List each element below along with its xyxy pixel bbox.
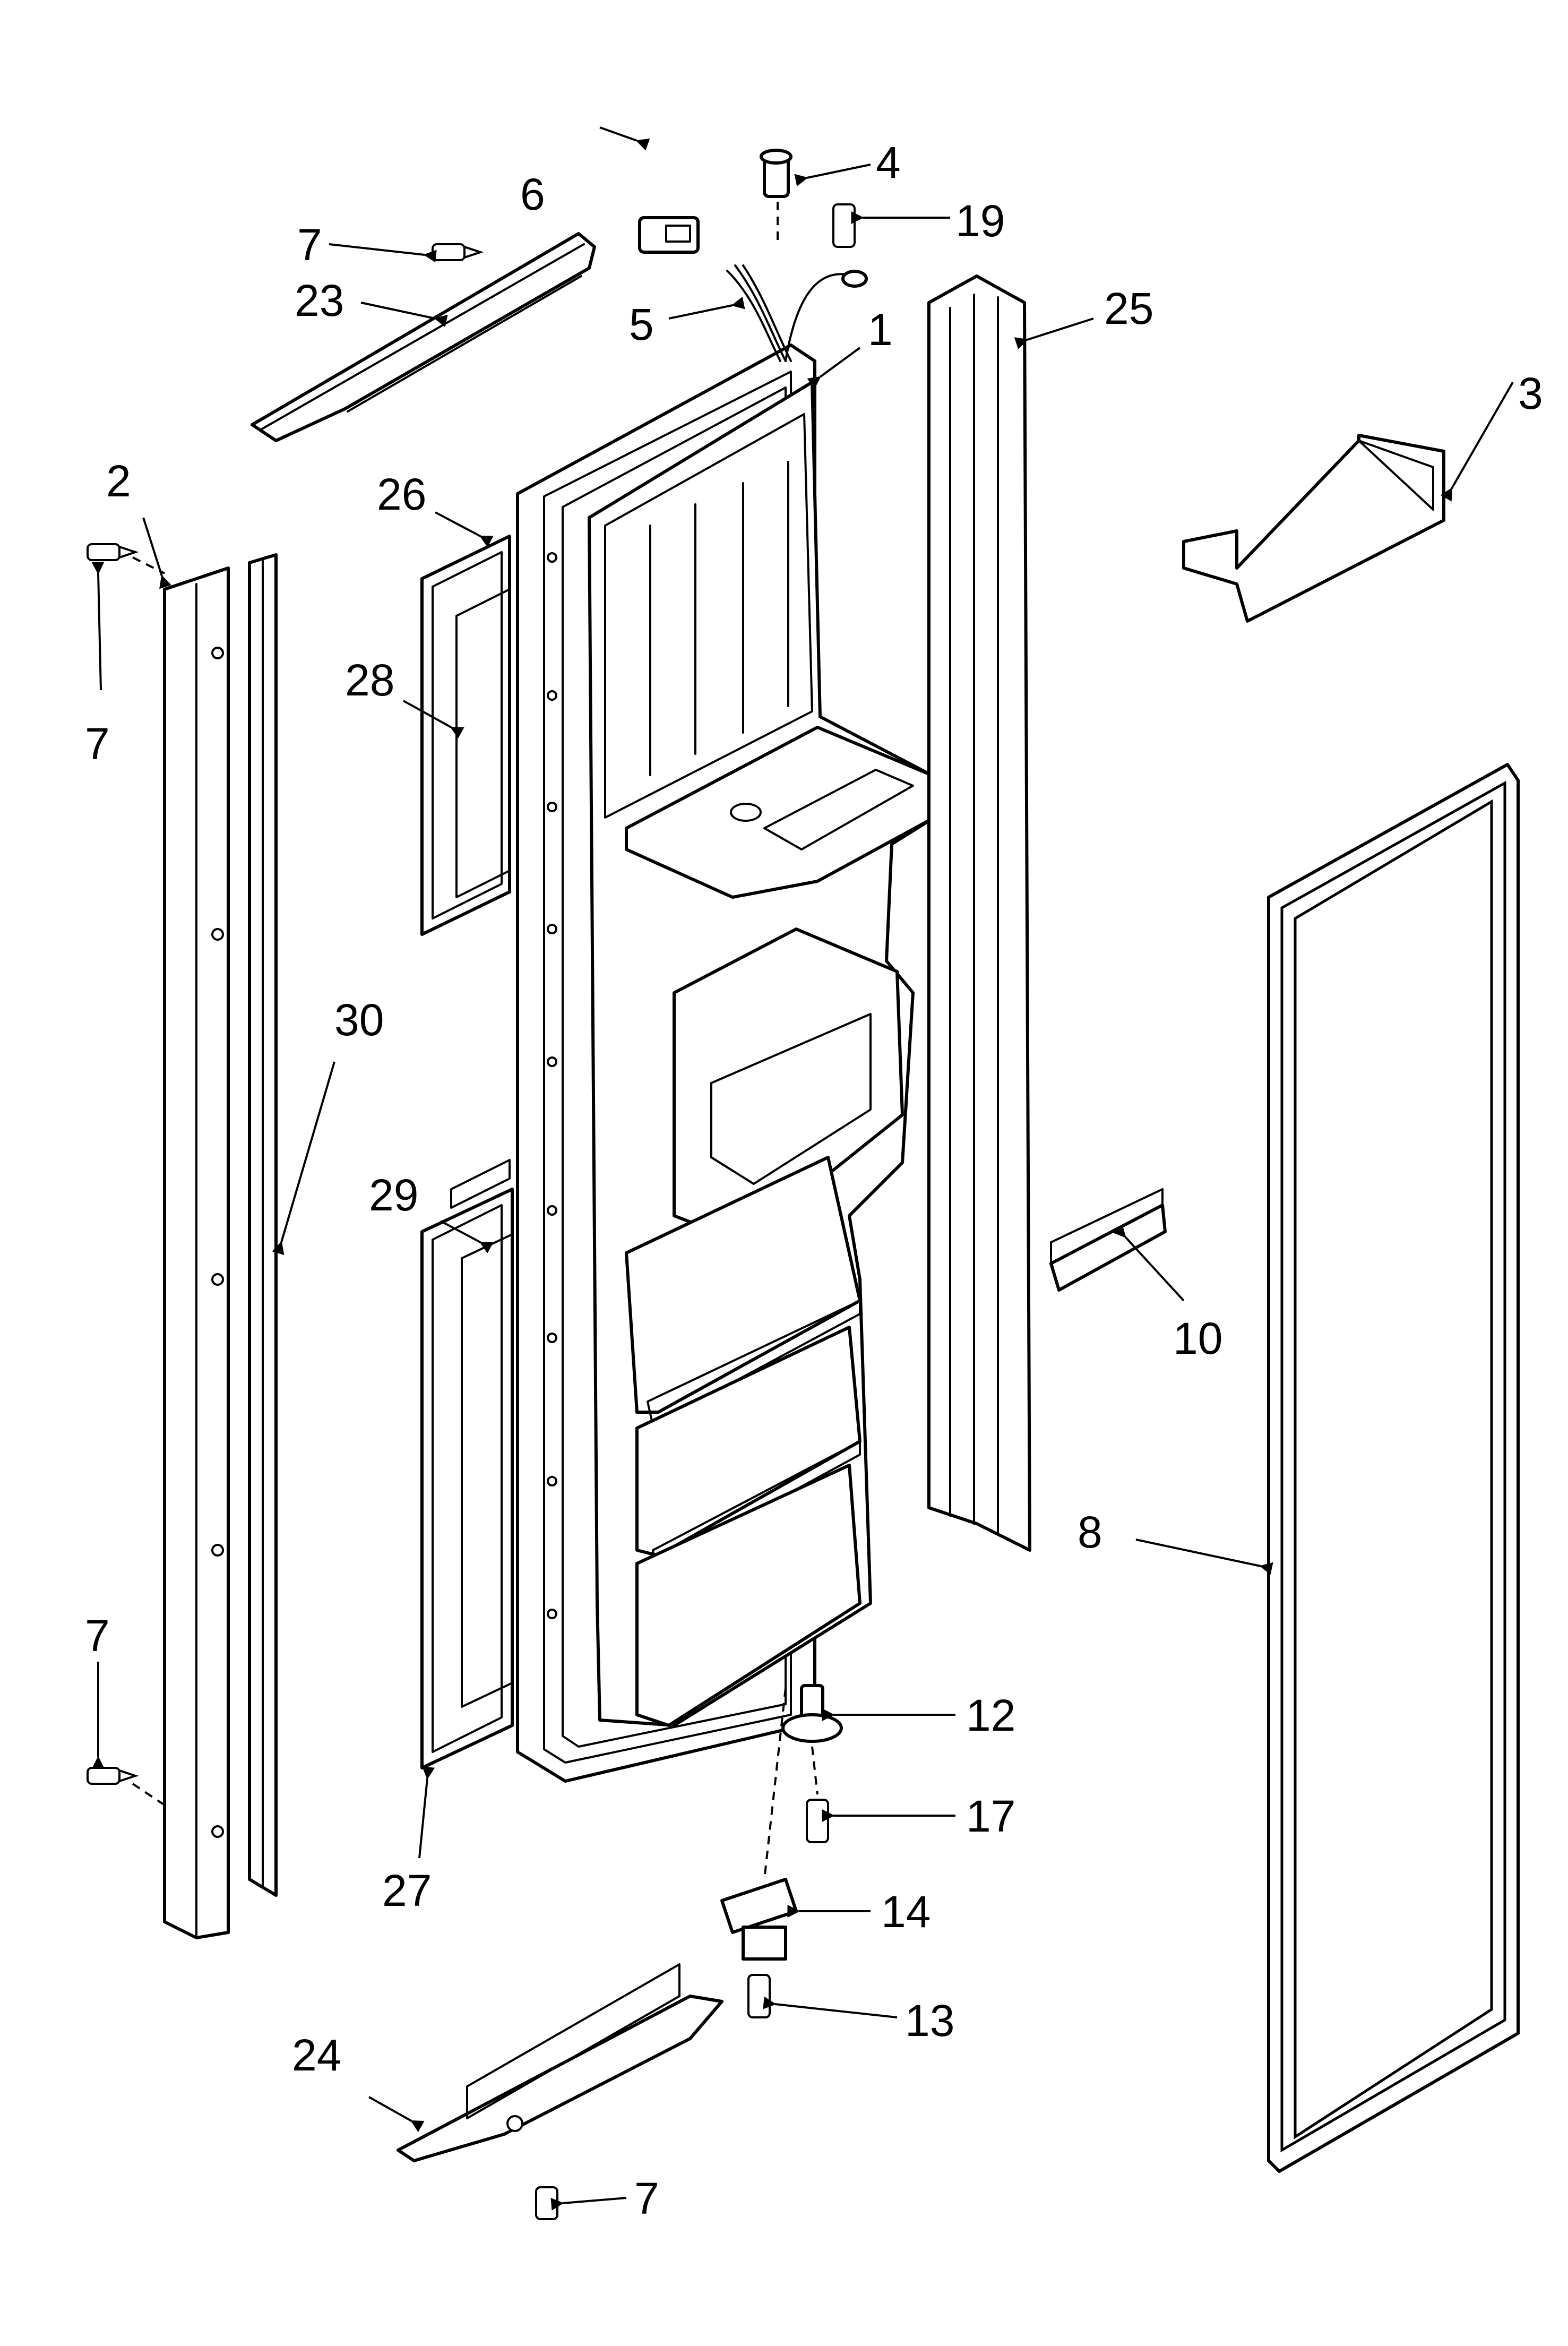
- part-10-rail: [1049, 1188, 1167, 1292]
- callout-29: 29: [369, 1170, 418, 1220]
- part-5-wire-harness: [726, 264, 868, 362]
- part-4-plug: [760, 149, 792, 198]
- screw-13: [747, 1974, 771, 2018]
- part-14-hinge-bracket: [720, 1878, 798, 1961]
- callout-19: 19: [955, 196, 1005, 246]
- screw-19: [832, 203, 856, 248]
- part-6-switch: [638, 216, 700, 254]
- callout-6: 6: [520, 169, 545, 219]
- callout-13: 13: [905, 1996, 954, 2046]
- callout-7-bottom: 7: [634, 2173, 659, 2223]
- part-27-lower-panel: [420, 1188, 514, 1769]
- callout-25: 25: [1104, 283, 1153, 333]
- callout-17: 17: [966, 1791, 1015, 1841]
- callout-26: 26: [377, 469, 426, 519]
- callout-3: 3: [1518, 368, 1543, 418]
- part-24-bottom-trim: [397, 1963, 723, 2162]
- part-25-right-trim: [927, 274, 1031, 1552]
- screw-7-left-lower: [87, 1767, 139, 1785]
- callout-1: 1: [868, 305, 893, 355]
- part-8-door-gasket: [1267, 763, 1520, 2173]
- callout-30: 30: [334, 995, 384, 1045]
- callout-23: 23: [295, 276, 344, 325]
- callout-28: 28: [345, 655, 394, 705]
- part-28-inner-panel: [455, 588, 511, 898]
- part-1-door-assembly: [516, 343, 936, 1783]
- callout-5: 5: [629, 299, 654, 349]
- part-2-left-trim: [163, 566, 230, 1939]
- callout-14: 14: [881, 1887, 931, 1937]
- callout-2: 2: [106, 456, 131, 506]
- screw-7-left-upper: [87, 543, 139, 561]
- part-12-hinge-pin: [781, 1684, 843, 1743]
- screw-7-top: [432, 243, 484, 261]
- part-26-upper-panel: [420, 535, 511, 936]
- callout-27: 27: [382, 1866, 432, 1915]
- callout-8: 8: [1078, 1507, 1102, 1557]
- callout-10: 10: [1173, 1313, 1222, 1363]
- callout-labels: 4 6 19 7 23 5 1 25 3 2 26 7 28 30 29 10 …: [85, 138, 1543, 2223]
- leader-lines: [91, 126, 1514, 2211]
- part-30-seal-strip: [248, 553, 278, 1897]
- callout-7-left-upper: 7: [85, 719, 110, 769]
- part-3-handle: [1182, 434, 1445, 623]
- callout-12: 12: [966, 1690, 1015, 1740]
- callout-24: 24: [292, 2030, 341, 2080]
- part-23-top-trim: [251, 232, 596, 442]
- part-29-inner-panel: [450, 1159, 513, 1708]
- screw-7-bottom: [535, 2186, 558, 2220]
- callout-7-left-lower: 7: [85, 1611, 110, 1661]
- callout-7-top: 7: [297, 220, 322, 270]
- callout-4: 4: [876, 138, 901, 187]
- screw-17: [806, 1799, 829, 1843]
